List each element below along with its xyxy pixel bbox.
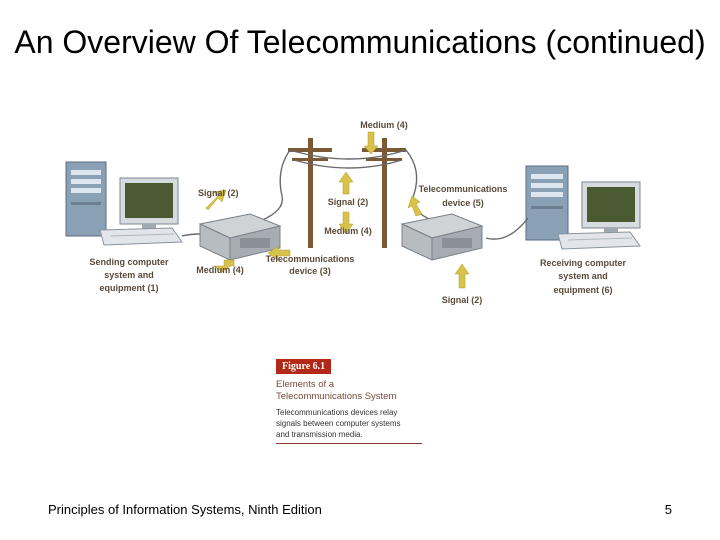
label-signal-bottom: Signal (2) — [442, 295, 483, 305]
arrows — [205, 131, 470, 289]
figure-title: Elements of a Telecommunications System — [276, 379, 422, 403]
figure-body-line2: signals between computer systems — [276, 419, 401, 428]
label-sending-3: equipment (1) — [99, 283, 158, 293]
label-telecom-right-1: Telecommunications — [419, 184, 508, 194]
receiving-computer-tower — [525, 165, 569, 241]
label-receiving-2: system and — [558, 271, 608, 281]
label-telecom-right-2: device (5) — [442, 198, 484, 208]
arrow-telecom-right — [407, 195, 423, 217]
page-number: 5 — [664, 502, 672, 517]
figure-title-line2: Telecommunications System — [276, 391, 397, 402]
label-medium-top: Medium (4) — [360, 120, 408, 130]
figure-tag: Figure 6.1 — [276, 359, 332, 374]
telecom-diagram: Medium (4) Signal (2) Signal (2) Medium … — [65, 120, 641, 305]
label-receiving-1: Receiving computer — [540, 258, 627, 268]
label-telecom-left-2: device (3) — [289, 266, 331, 276]
label-receiving-3: equipment (6) — [553, 285, 612, 295]
receiving-computer-keyboard — [557, 231, 641, 250]
label-telecom-left-1: Telecommunications — [266, 254, 355, 264]
label-sending-2: system and — [104, 270, 154, 280]
label-medium-left: Medium (4) — [196, 265, 244, 275]
arrow-medium-left — [213, 259, 235, 273]
utility-pole-right — [362, 138, 406, 248]
label-signal-left: Signal (2) — [198, 188, 239, 198]
caption-divider — [276, 443, 422, 444]
sending-computer-keyboard — [99, 227, 183, 246]
arrow-signal-center — [338, 171, 354, 195]
figure-body-line1: Telecommunications devices relay — [276, 408, 398, 417]
label-sending-1: Sending computer — [89, 257, 169, 267]
figure-body-line3: and transmission media. — [276, 430, 363, 439]
label-signal-center: Signal (2) — [328, 197, 369, 207]
arrow-medium-center — [338, 211, 354, 235]
figure-caption: Figure 6.1 Elements of a Telecommunicati… — [276, 356, 422, 444]
footer-text: Principles of Information Systems, Ninth… — [48, 502, 322, 517]
receiving-computer-monitor — [581, 181, 641, 234]
figure-title-line1: Elements of a — [276, 379, 335, 390]
telecom-device-left — [198, 213, 282, 261]
utility-pole-left — [288, 138, 332, 248]
slide-title: An Overview Of Telecommunications (conti… — [14, 24, 706, 60]
sending-computer-tower — [65, 161, 107, 237]
arrow-signal-left — [205, 189, 227, 211]
arrow-telecom-left — [267, 245, 291, 261]
label-medium-center: Medium (4) — [324, 226, 372, 236]
arrow-signal-bottom — [454, 263, 470, 289]
figure-description: Telecommunications devices relay signals… — [276, 407, 422, 440]
sending-computer-monitor — [119, 177, 179, 230]
telecom-device-right — [400, 213, 484, 261]
arrow-medium-top — [363, 131, 379, 155]
